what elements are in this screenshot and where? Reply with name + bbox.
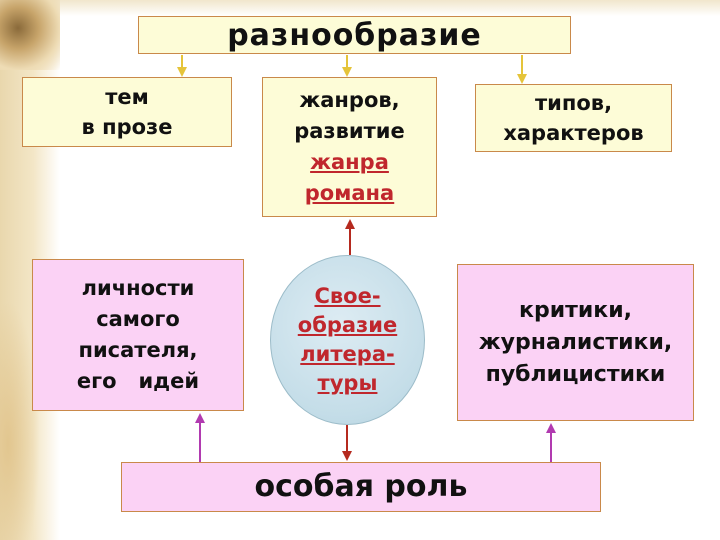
personality-box: личности самого писателя, его идей [32, 259, 244, 411]
types-line-2: характеров [503, 121, 644, 145]
genres-box: жанров, развитие жанра романа [262, 77, 437, 217]
personality-line-2: самого [96, 307, 180, 331]
personality-line-1: личности [81, 276, 195, 300]
diversity-box: разнообразие [138, 16, 571, 54]
genres-highlight-2: романа [304, 181, 395, 205]
center-line-2: образие [297, 313, 398, 337]
special-role-box: особая роль [121, 462, 601, 512]
themes-box: тем в прозе [22, 77, 232, 147]
center-line-4: туры [317, 371, 378, 395]
genres-line-2: развитие [294, 119, 405, 143]
criticism-box: критики, журналистики, публицистики [457, 264, 694, 421]
themes-line-1: тем [105, 85, 149, 109]
critics-line-1: критики, [519, 297, 632, 323]
types-box: типов, характеров [475, 84, 672, 152]
center-line-1: Свое- [314, 284, 381, 308]
literature-originality-circle: Свое- образие литера- туры [270, 255, 425, 425]
center-line-3: литера- [300, 342, 395, 366]
diversity-label: разнообразие [227, 17, 482, 53]
background-picture [0, 0, 60, 70]
critics-line-3: публицистики [485, 361, 666, 387]
special-role-label: особая роль [254, 469, 468, 504]
genres-line-1: жанров, [299, 88, 400, 112]
themes-line-2: в прозе [81, 115, 173, 139]
personality-line-4: его идей [76, 369, 200, 393]
personality-line-3: писателя, [78, 338, 198, 362]
genres-highlight-1: жанра [310, 150, 389, 174]
critics-line-2: журналистики, [478, 329, 673, 355]
types-line-1: типов, [534, 91, 613, 115]
background-top-strip [0, 0, 720, 16]
